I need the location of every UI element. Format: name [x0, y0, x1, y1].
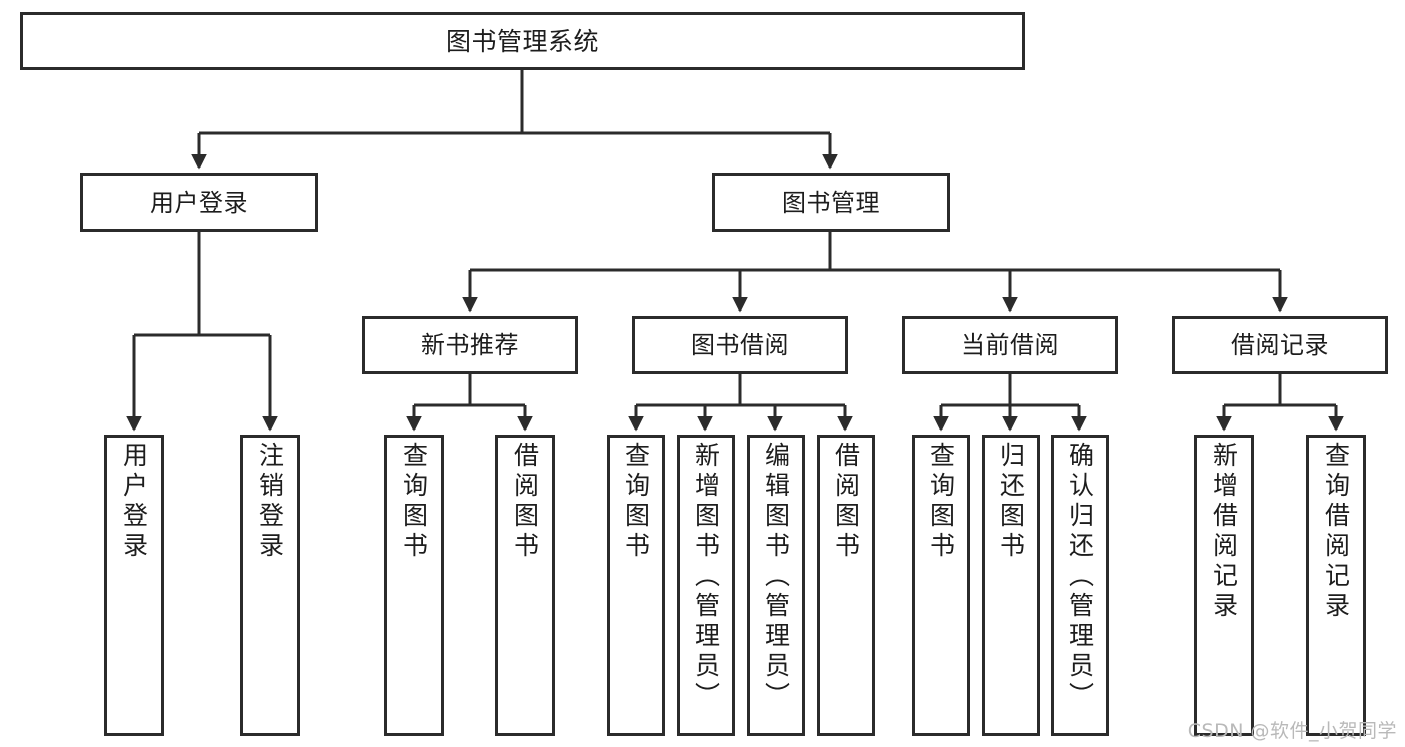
node-leaf-query-book-newbook[interactable]: 查询图书 [384, 435, 444, 736]
node-label: 查询借阅记录 [1321, 442, 1351, 622]
watermark-csdn: CSDN @软件_小贺同学 [1187, 720, 1397, 742]
node-label: 借阅记录 [1231, 331, 1329, 359]
node-label: 用户登录 [119, 442, 149, 562]
node-leaf-borrow-book-newbook[interactable]: 借阅图书 [495, 435, 555, 736]
node-label: 查询图书 [926, 442, 956, 562]
node-label: 当前借阅 [961, 331, 1059, 359]
node-leaf-user-login[interactable]: 用户登录 [104, 435, 164, 736]
node-leaf-query-book-current[interactable]: 查询图书 [912, 435, 970, 736]
node-label: 注销登录 [255, 442, 285, 562]
node-label: 图书借阅 [691, 331, 789, 359]
node-book-borrow[interactable]: 图书借阅 [632, 316, 848, 374]
node-label: 借阅图书 [831, 442, 861, 562]
node-root-book-management-system[interactable]: 图书管理系统 [20, 12, 1025, 70]
node-label: 用户登录 [150, 188, 248, 217]
node-label: 借阅图书 [510, 442, 540, 562]
node-current-borrow[interactable]: 当前借阅 [902, 316, 1118, 374]
node-label: 图书管理系统 [445, 26, 599, 56]
node-leaf-add-borrow-record[interactable]: 新增借阅记录 [1194, 435, 1254, 736]
node-leaf-query-book-borrow[interactable]: 查询图书 [607, 435, 665, 736]
node-book-manage[interactable]: 图书管理 [712, 173, 950, 232]
node-leaf-user-logout[interactable]: 注销登录 [240, 435, 300, 736]
node-label: 查询图书 [621, 442, 651, 562]
node-leaf-query-borrow-record[interactable]: 查询借阅记录 [1306, 435, 1366, 736]
node-label: 新增借阅记录 [1209, 442, 1239, 622]
node-label: 新书推荐 [421, 331, 519, 359]
node-leaf-edit-book[interactable]: 编辑图书（管理员） [747, 435, 805, 736]
node-leaf-borrow-book[interactable]: 借阅图书 [817, 435, 875, 736]
node-label: 归还图书 [996, 442, 1026, 562]
node-label: 编辑图书（管理员） [761, 442, 791, 712]
node-user-login[interactable]: 用户登录 [80, 173, 318, 232]
node-label: 图书管理 [782, 188, 880, 217]
node-borrow-record[interactable]: 借阅记录 [1172, 316, 1388, 374]
node-new-book-recommendation[interactable]: 新书推荐 [362, 316, 578, 374]
node-label: 查询图书 [399, 442, 429, 562]
node-leaf-add-book[interactable]: 新增图书（管理员） [677, 435, 735, 736]
node-leaf-confirm-return[interactable]: 确认归还（管理员） [1051, 435, 1109, 736]
node-label: 确认归还（管理员） [1065, 442, 1095, 712]
node-label: 新增图书（管理员） [691, 442, 721, 712]
node-leaf-return-book[interactable]: 归还图书 [982, 435, 1040, 736]
